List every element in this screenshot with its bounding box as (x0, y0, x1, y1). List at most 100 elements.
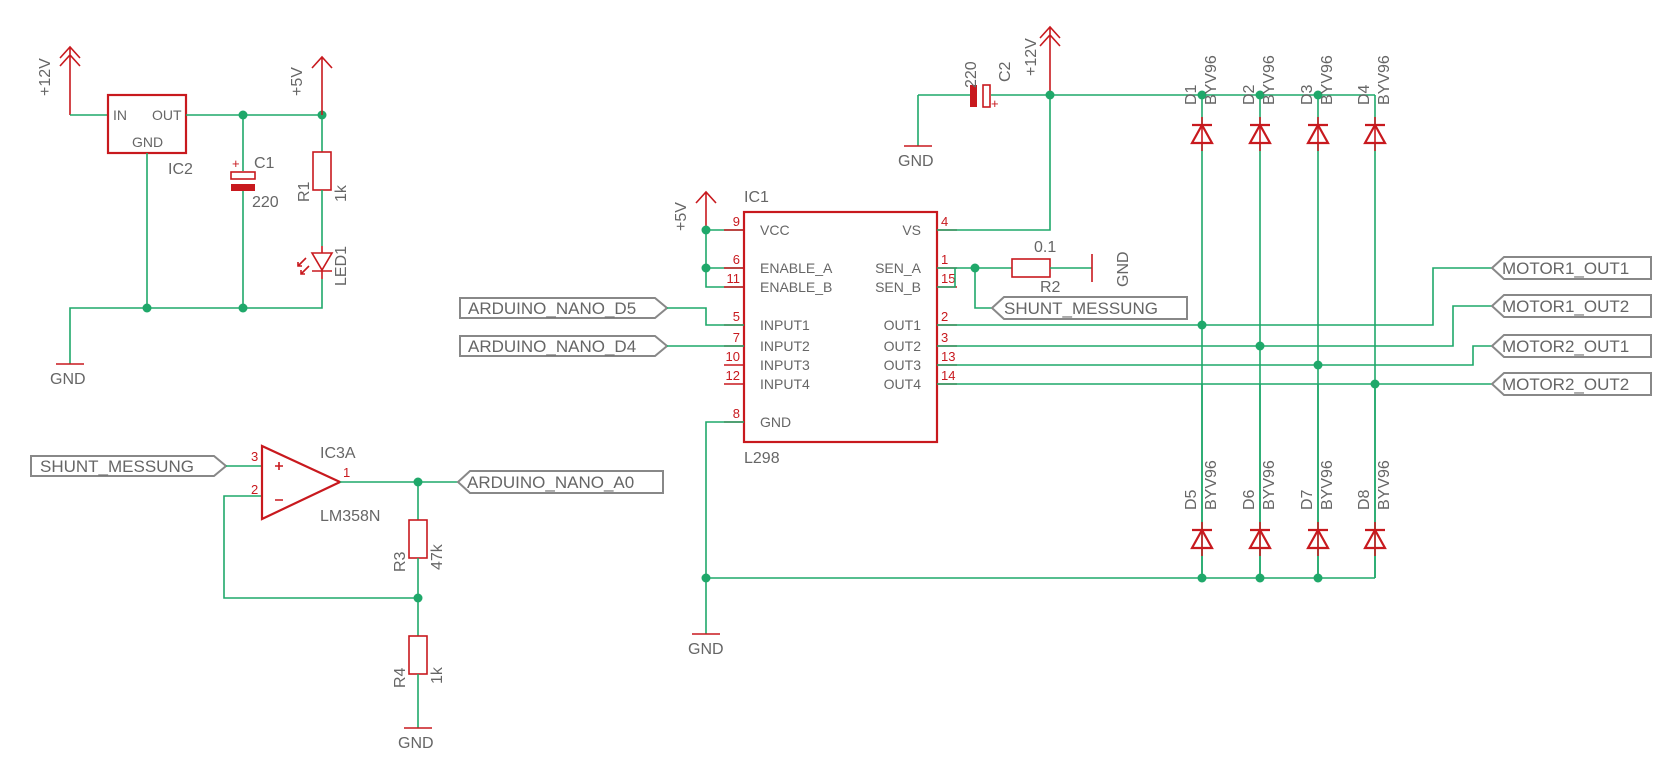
supply-5v-label: +5V (289, 67, 306, 96)
r1-value: 1k (333, 184, 350, 202)
ic1-pin-name: OUT2 (884, 338, 922, 354)
svg-text:SHUNT_MESSUNG: SHUNT_MESSUNG (40, 457, 194, 476)
opamp-section: SHUNT_MESSUNG 3 2 1 IC3A LM358N ARDUINO_… (30, 444, 664, 752)
gnd-label-ic1: GND (688, 641, 724, 658)
r4-value: 1k (429, 666, 446, 684)
c1-value: 220 (252, 194, 279, 211)
r3-resistor: R3 47k (392, 482, 446, 636)
diode-value: BYV96 (1203, 460, 1220, 510)
ic1-pin-right: 4VS (902, 214, 957, 238)
r1-resistor: R1 1k (296, 115, 350, 246)
r3-value: 47k (429, 543, 446, 570)
ic1-pin-name: ENABLE_B (760, 279, 832, 295)
r1-name: R1 (296, 181, 313, 202)
diode-name: D6 (1241, 489, 1258, 510)
diode-name: D2 (1241, 84, 1258, 105)
supply-12v-label: +12V (37, 58, 54, 96)
r2-resistor: 0.1 R2 (975, 239, 1092, 296)
ic1-pin-number: 5 (733, 309, 740, 324)
svg-text:MOTOR1_OUT1: MOTOR1_OUT1 (1502, 259, 1629, 278)
c1-capacitor: + C1 220 (230, 115, 279, 308)
diode-value: BYV96 (1261, 55, 1278, 105)
ic1-name: IC1 (744, 189, 769, 206)
supply-5v-symbol-ic1: +5V (673, 190, 717, 231)
svg-text:+: + (232, 156, 240, 171)
c1-name: C1 (254, 155, 275, 172)
gnd-label-c2: GND (898, 153, 934, 170)
diode-value: BYV96 (1376, 460, 1393, 510)
port-motor1-out1: MOTOR1_OUT1 (1490, 256, 1652, 280)
ic1-pin-number: 14 (941, 368, 955, 383)
svg-text:1: 1 (343, 465, 350, 480)
ic1-pin-number: 2 (941, 309, 948, 324)
ic1-pin-name: SEN_A (875, 260, 922, 276)
gnd-symbol-r2: GND (1091, 251, 1132, 287)
ic1-pin-number: 13 (941, 349, 955, 364)
supply-12v-symbol-right: +12V (1023, 25, 1061, 95)
port-motor2-out1: MOTOR2_OUT1 (1490, 334, 1652, 358)
ic1-pin-number: 10 (726, 349, 740, 364)
port-arduino-d4: ARDUINO_NANO_D4 (459, 335, 669, 357)
ic1-pin-name: INPUT1 (760, 317, 810, 333)
ic1-pin-name: VCC (760, 222, 790, 238)
ic1-pin-name: SEN_B (875, 279, 921, 295)
ic1-pin-name: OUT4 (884, 376, 922, 392)
svg-text:MOTOR2_OUT1: MOTOR2_OUT1 (1502, 337, 1629, 356)
gnd-symbol-opamp: GND (398, 727, 434, 752)
diode-value: BYV96 (1319, 460, 1336, 510)
gnd-label-r2: GND (1115, 251, 1132, 287)
port-shunt-messung-left: SHUNT_MESSUNG (30, 455, 228, 477)
ic1-pin-name: GND (760, 414, 791, 430)
diode-name: D5 (1183, 489, 1200, 510)
opamp-name: IC3A (320, 445, 356, 462)
ic1-pin-number: 3 (941, 330, 948, 345)
ic1-pin-name: INPUT3 (760, 357, 810, 373)
svg-text:ARDUINO_NANO_D4: ARDUINO_NANO_D4 (468, 337, 636, 356)
led1-name: LED1 (333, 246, 350, 286)
ic2-name: IC2 (168, 161, 193, 178)
c2-name: C2 (997, 61, 1014, 82)
diode-name: D8 (1356, 489, 1373, 510)
supply-12v-symbol-left: +12V (37, 45, 81, 115)
ic1-pin-name: OUT1 (884, 317, 922, 333)
ic1-pin-number: 9 (733, 214, 740, 229)
diode-value: BYV96 (1319, 55, 1336, 105)
power-supply-section: +12V IN OUT GND IC2 +5V + C1 220 (37, 45, 350, 388)
port-arduino-d5: ARDUINO_NANO_D5 (459, 297, 669, 319)
diode-name: D1 (1183, 84, 1200, 105)
ic1-pin-number: 7 (733, 330, 740, 345)
ic1-pin-name: INPUT2 (760, 338, 810, 354)
ic2-gnd-label: GND (132, 134, 163, 150)
svg-text:MOTOR2_OUT2: MOTOR2_OUT2 (1502, 375, 1629, 394)
svg-text:2: 2 (251, 482, 258, 497)
r4-resistor: R4 1k (392, 635, 446, 728)
gnd-symbol-left: GND (50, 363, 86, 388)
svg-text:ARDUINO_NANO_A0: ARDUINO_NANO_A0 (467, 473, 634, 492)
svg-text:3: 3 (251, 449, 258, 464)
supply-12v-right-label: +12V (1023, 38, 1040, 76)
gnd-symbol-ic1: GND (688, 633, 724, 658)
r2-value: 0.1 (1034, 239, 1056, 256)
port-motor1-out2: MOTOR1_OUT2 (1490, 294, 1652, 318)
diode-value: BYV96 (1261, 460, 1278, 510)
port-shunt-messung-right: SHUNT_MESSUNG (990, 296, 1188, 320)
ic1-value: L298 (744, 450, 780, 467)
opamp-value: LM358N (320, 508, 380, 525)
ic1-pin-number: 1 (941, 252, 948, 267)
ic2-in-label: IN (113, 107, 127, 123)
gnd-label-opamp: GND (398, 735, 434, 752)
svg-text:+: + (991, 96, 999, 111)
ic1-l298: IC1 L298 9VCC6ENABLE_A11ENABLE_B5INPUT17… (724, 189, 957, 467)
ic1-pin-number: 15 (941, 271, 955, 286)
ic1-pin-name: ENABLE_A (760, 260, 833, 276)
